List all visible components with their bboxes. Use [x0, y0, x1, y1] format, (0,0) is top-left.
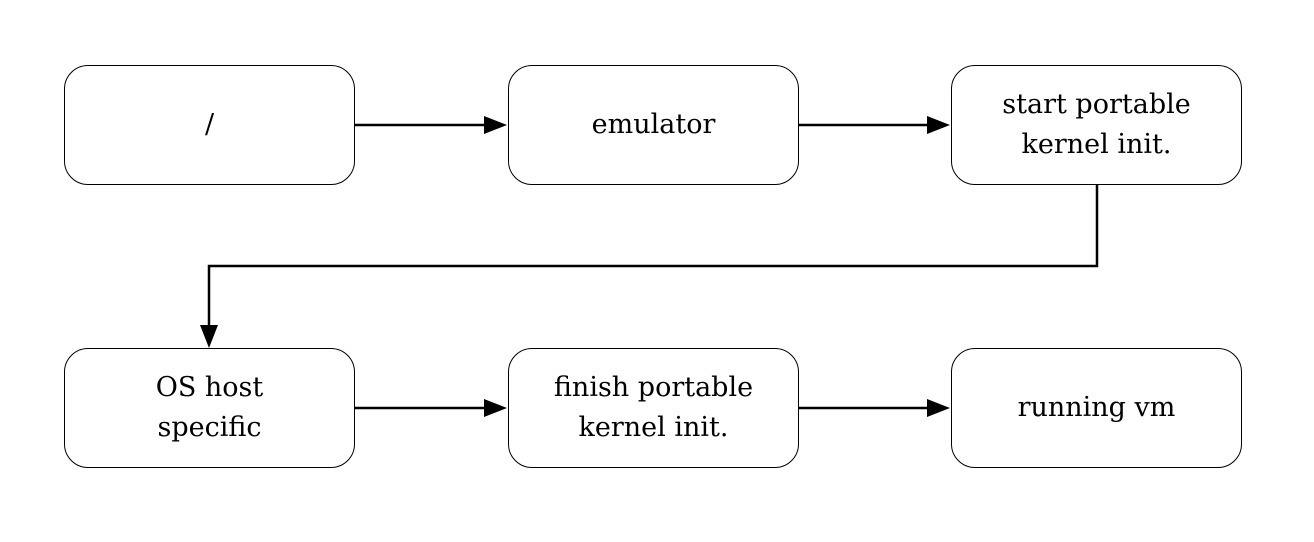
arrowhead-slash-to-emulator: [484, 116, 507, 134]
node-running-vm: running vm: [951, 348, 1242, 468]
node-start-portable-kernel-init: start portable kernel init.: [951, 65, 1242, 185]
node-os-host-specific-line-1: OS host: [155, 372, 264, 403]
arrowhead-os-host-to-finish-portable: [484, 399, 507, 417]
node-start-portable-kernel-init-line-2: kernel init.: [1021, 129, 1172, 160]
node-slash-label: /: [205, 105, 214, 145]
node-os-host-specific-label: OS host specific: [156, 368, 264, 448]
node-start-portable-kernel-init-line-1: start portable: [1002, 89, 1191, 120]
node-emulator-line-1: emulator: [591, 109, 716, 140]
node-start-portable-kernel-init-label: start portable kernel init.: [1002, 85, 1190, 165]
node-emulator: emulator: [508, 65, 799, 185]
arrow-start-portable-to-os-host: [207, 185, 1099, 340]
node-os-host-specific-line-2: specific: [157, 412, 262, 443]
node-slash: /: [64, 65, 355, 185]
node-slash-line-1: /: [204, 109, 215, 140]
node-emulator-label: emulator: [592, 105, 716, 145]
node-finish-portable-kernel-init-line-2: kernel init.: [578, 412, 729, 443]
arrowhead-finish-portable-to-running-vm: [927, 399, 950, 417]
node-finish-portable-kernel-init-line-1: finish portable: [553, 372, 754, 403]
arrowhead-emulator-to-start-portable: [927, 116, 950, 134]
node-os-host-specific: OS host specific: [64, 348, 355, 468]
node-running-vm-line-1: running vm: [1017, 392, 1176, 423]
node-finish-portable-kernel-init: finish portable kernel init.: [508, 348, 799, 468]
node-running-vm-label: running vm: [1018, 388, 1176, 428]
node-finish-portable-kernel-init-label: finish portable kernel init.: [554, 368, 753, 448]
arrowhead-start-portable-to-os-host: [200, 325, 218, 348]
